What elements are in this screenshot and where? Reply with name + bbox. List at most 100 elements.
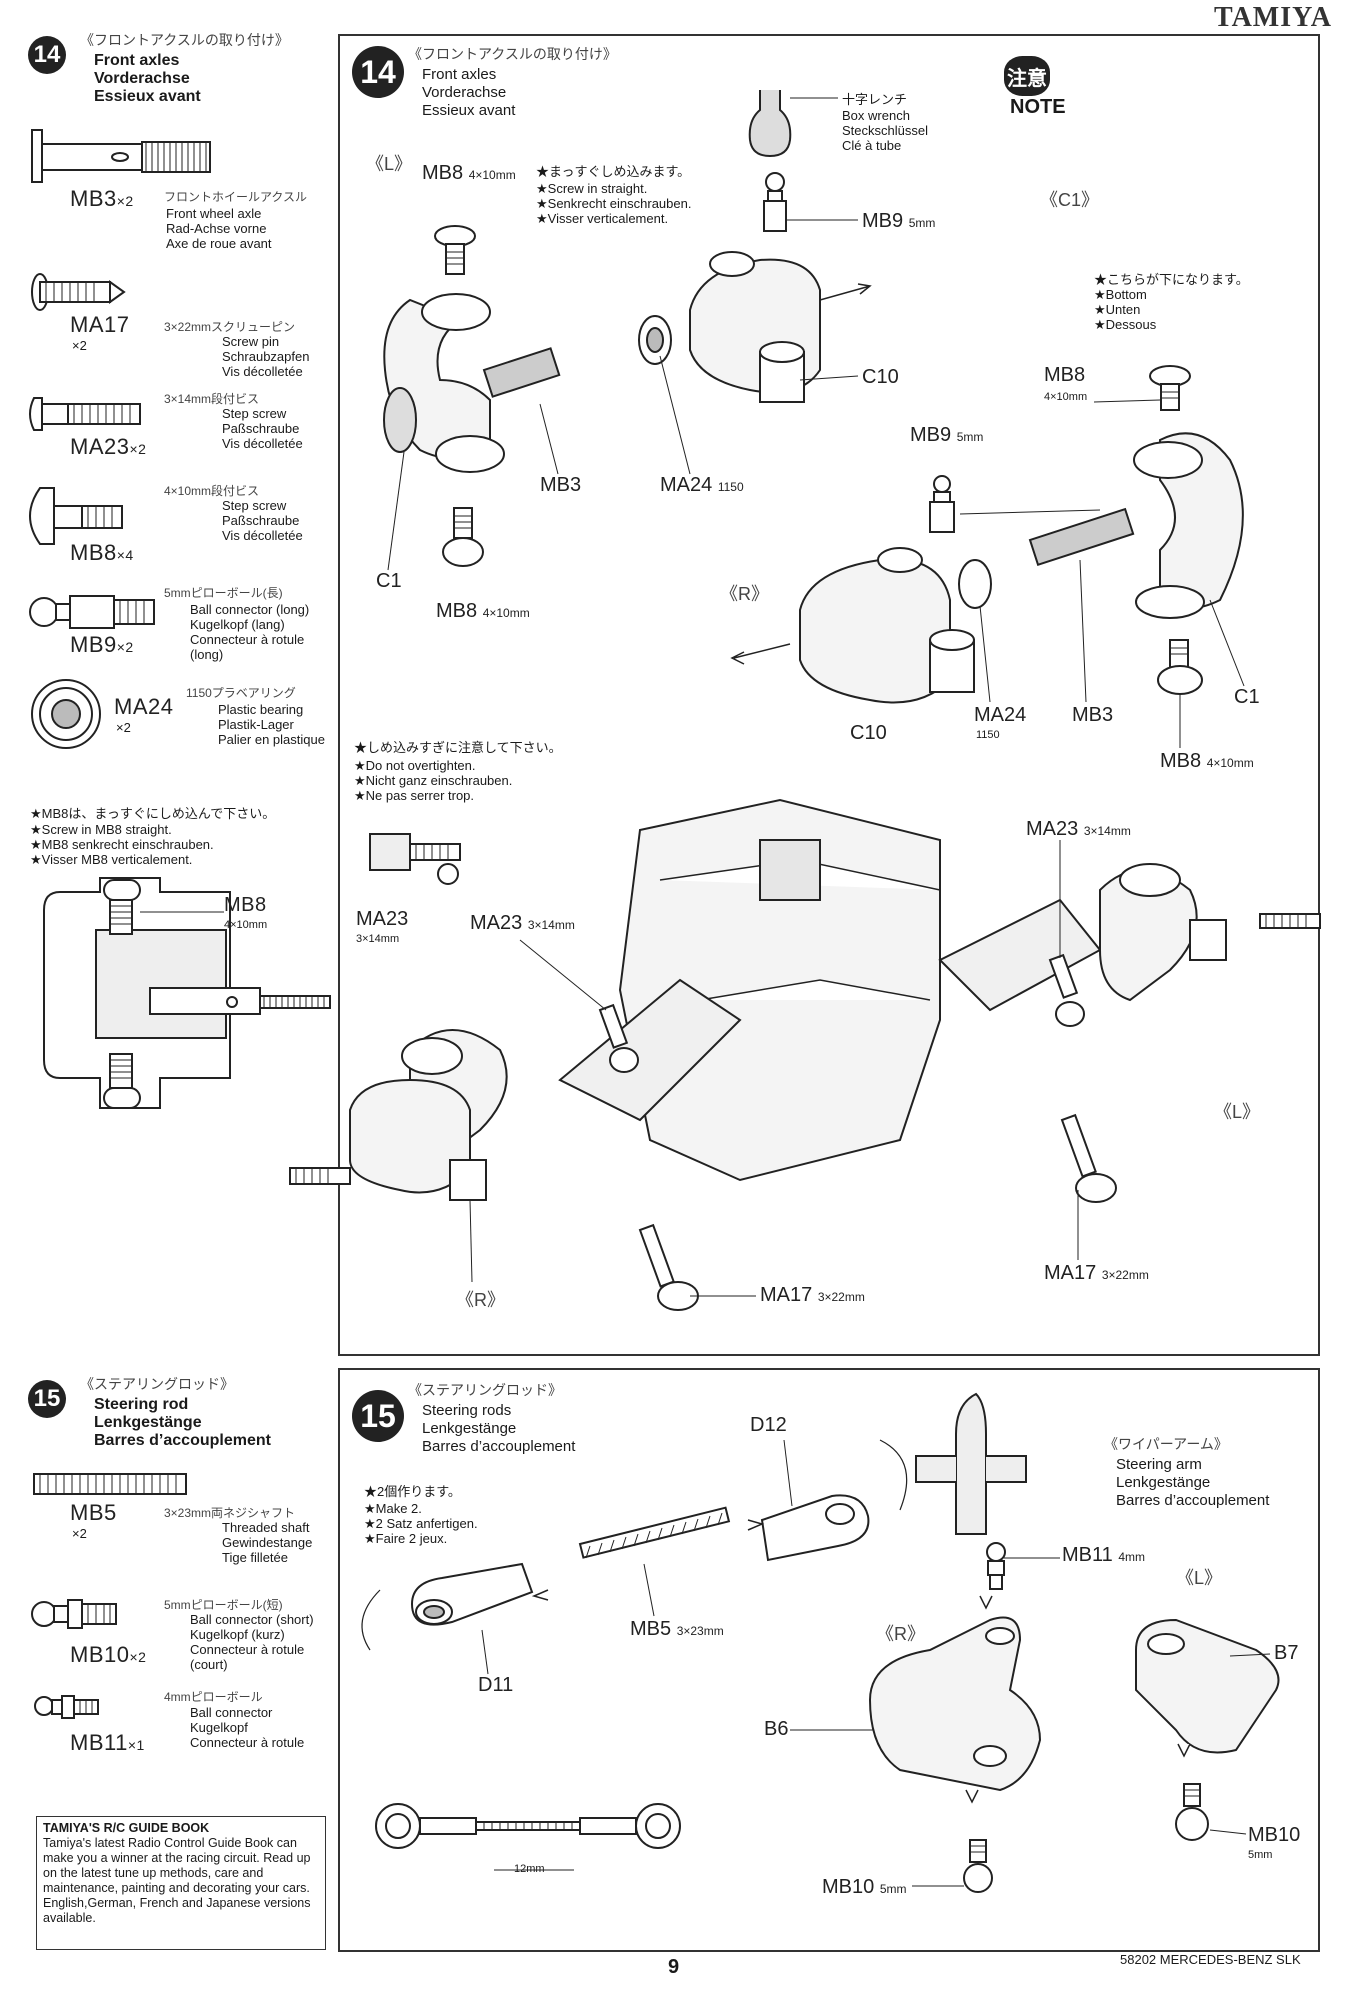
- screw-note-jp: ★まっすぐしめ込みます。: [536, 164, 691, 179]
- wiper-arm-fr: Barres d’accouplement: [1116, 1492, 1270, 1509]
- screw-note-fr: ★Visser verticalement.: [536, 211, 669, 226]
- step-14-panel-title-en: Front axles: [422, 66, 497, 83]
- label-mb10-right: MB10: [1248, 1824, 1301, 1846]
- tight-note-fr: ★Ne pas serrer trop.: [354, 788, 475, 803]
- part-mb11-fr: Connecteur à rotule: [190, 1735, 305, 1750]
- make-note-de: ★2 Satz anfertigen.: [364, 1516, 478, 1531]
- guide-book-box: TAMIYA'S R/C GUIDE BOOK Tamiya's latest …: [36, 1816, 326, 1950]
- box-wrench-de: Steckschlüssel: [842, 123, 928, 138]
- note-label: NOTE: [1010, 96, 1066, 118]
- note-jp-badge: 注意: [1004, 56, 1050, 96]
- label-mb8-left-bottom: MB8 4×10mm: [436, 600, 530, 622]
- part-mb8-fr: Vis décolletée: [222, 528, 303, 543]
- step-15-jp-title: 《ステアリングロッド》: [80, 1376, 234, 1392]
- page-number: 9: [668, 1956, 680, 1978]
- part-mb10-code: MB10×2: [70, 1642, 147, 1667]
- label-ma24-right: MA24: [974, 704, 1027, 726]
- step-15-badge: 15: [28, 1380, 66, 1418]
- step-15-title-en: Steering rod: [94, 1396, 189, 1413]
- label-mb8-right-top-size: 4×10mm: [1044, 391, 1088, 403]
- step-14-panel-title-de: Vorderachse: [422, 84, 507, 101]
- part-mb5-qty: ×2: [72, 1526, 87, 1541]
- tight-note-de: ★Nicht ganz einschrauben.: [354, 773, 513, 788]
- part-ma24-de: Plastik-Lager: [218, 717, 294, 732]
- part-ma24-jp: 1150プラベアリング: [186, 686, 296, 700]
- label-ma23-right: MA23 3×14mm: [1026, 818, 1131, 840]
- step-14-panel-title-fr: Essieux avant: [422, 102, 516, 119]
- label-b6: B6: [764, 1718, 789, 1740]
- part-ma17-de: Schraubzapfen: [222, 349, 310, 364]
- lower-right-side-label: 《R》: [456, 1290, 505, 1310]
- label-mb3-left: MB3: [540, 474, 582, 496]
- part-mb3-de: Rad-Achse vorne: [166, 221, 267, 236]
- step-14-title-fr: Essieux avant: [94, 88, 201, 105]
- step-14-jp-title: 《フロントアクスルの取り付け》: [80, 32, 289, 48]
- label-d12: D12: [750, 1414, 787, 1436]
- part-ma17-code: MA17: [70, 312, 130, 337]
- mb8-step-screw-drawing: [29, 487, 123, 545]
- box-wrench-en: Box wrench: [842, 108, 910, 123]
- mb8-note-fr: ★Visser MB8 verticalement.: [30, 852, 193, 867]
- label-b7: B7: [1274, 1642, 1299, 1664]
- step-14-panel: [338, 34, 1320, 1356]
- part-mb9-code: MB9×2: [70, 632, 134, 657]
- part-ma23-en: Step screw: [222, 406, 287, 421]
- step-15-title-fr: Barres d’accouplement: [94, 1432, 271, 1449]
- label-ma24-left: MA24 1150: [660, 474, 744, 496]
- screw-note-de: ★Senkrecht einschrauben.: [536, 196, 692, 211]
- mb8-note-en: ★Screw in MB8 straight.: [30, 822, 172, 837]
- step-14-panel-badge: 14: [352, 46, 404, 98]
- ma24-bearing-drawing: [31, 679, 101, 749]
- part-mb10-fr2: (court): [190, 1657, 228, 1672]
- mb9-ball-connector-drawing: [29, 595, 155, 629]
- label-ma17-left: MA17 3×22mm: [760, 1284, 865, 1306]
- label-c1-left: C1: [376, 570, 402, 592]
- part-ma24-qty: ×2: [116, 720, 131, 735]
- make-note-jp: ★2個作ります。: [364, 1484, 461, 1499]
- part-mb9-jp: 5mmピローボール(長): [164, 586, 283, 600]
- part-mb11-jp: 4mmピローボール: [164, 1690, 263, 1704]
- part-mb8-jp: 4×10mm段付ビス: [164, 484, 260, 498]
- part-mb8-en: Step screw: [222, 498, 287, 513]
- label-ma24-right-size: 1150: [976, 729, 1000, 741]
- part-mb8-de: Paßschraube: [222, 513, 300, 528]
- part-mb5-jp: 3×23mm両ネジシャフト: [164, 1506, 296, 1520]
- step-15-panel-title-fr: Barres d’accouplement: [422, 1438, 576, 1455]
- part-mb11-code: MB11×1: [70, 1730, 145, 1755]
- box-wrench-jp: 十字レンチ: [842, 92, 908, 107]
- part-ma23-jp: 3×14mm段付ビス: [164, 392, 260, 406]
- tight-note-jp: ★しめ込みすぎに注意して下さい。: [354, 740, 562, 755]
- part-ma23-de: Paßschraube: [222, 421, 300, 436]
- brand-logo: TAMIYA: [1213, 2, 1332, 33]
- label-mb8-right-bottom: MB8 4×10mm: [1160, 750, 1254, 772]
- bottom-note-fr: ★Dessous: [1094, 317, 1157, 332]
- label-ma23-left: MA23 3×14mm: [470, 912, 575, 934]
- step-14-title-de: Vorderachse: [94, 70, 190, 87]
- mb8-note-de: ★MB8 senkrecht einschrauben.: [30, 837, 214, 852]
- step-15-title-de: Lenkgestänge: [94, 1414, 202, 1431]
- label-mb11: MB11 4mm: [1062, 1544, 1145, 1566]
- part-mb3-en: Front wheel axle: [166, 206, 262, 221]
- part-mb9-fr: Connecteur à rotule: [190, 632, 305, 647]
- rod-length-dimension: 12mm: [514, 1863, 545, 1875]
- part-ma17-fr: Vis décolletée: [222, 364, 303, 379]
- lower-left-side-label: 《L》: [1214, 1102, 1261, 1122]
- tight-note-en: ★Do not overtighten.: [354, 758, 476, 773]
- mb8-callout-label: MB8: [224, 894, 267, 916]
- part-mb9-de: Kugelkopf (lang): [190, 617, 285, 632]
- label-mb3-right: MB3: [1072, 704, 1114, 726]
- label-d11: D11: [478, 1674, 514, 1696]
- screw-note-en: ★Screw in straight.: [536, 181, 648, 196]
- part-mb8-code: MB8×4: [70, 540, 134, 565]
- part-mb5-de: Gewindestange: [222, 1535, 313, 1550]
- part-mb11-en: Ball connector: [190, 1705, 273, 1720]
- step-14-panel-jp-title: 《フロントアクスルの取り付け》: [408, 46, 617, 62]
- guide-book-title: TAMIYA'S R/C GUIDE BOOK: [43, 1821, 210, 1835]
- part-mb5-en: Threaded shaft: [222, 1520, 310, 1535]
- step-15-parts-drawings: [31, 1473, 187, 1719]
- wiper-arm-jp: 《ワイパーアーム》: [1104, 1436, 1228, 1452]
- step-14-assembly-drawing: [289, 90, 1321, 1311]
- label-mb10-center: MB10 5mm: [822, 1876, 907, 1898]
- part-ma17-jp: 3×22mmスクリューピン: [164, 320, 296, 334]
- wiper-arm-de: Lenkgestänge: [1116, 1474, 1211, 1491]
